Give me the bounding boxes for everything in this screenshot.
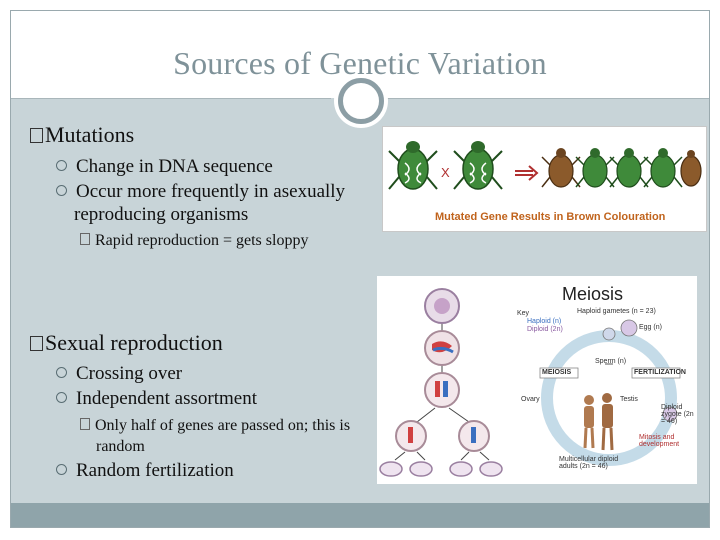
sub-bullet-box-icon xyxy=(80,233,90,245)
ovary-label: Ovary xyxy=(521,396,540,403)
sub-bullet-half-genes: Only half of genes are passed on; this i… xyxy=(80,415,380,457)
sub-bullet-box-icon xyxy=(80,418,90,430)
bullet-box-icon xyxy=(30,128,43,143)
bullet-text: Crossing over xyxy=(76,363,183,384)
brown-beetle-icon xyxy=(541,148,581,188)
ring-bullet-icon xyxy=(56,185,67,196)
haploid-gametes-label: Haploid gametes (n = 23) xyxy=(577,308,656,315)
key-label: Key xyxy=(517,310,530,317)
bullet-text: Occur more frequently in asexually repro… xyxy=(74,181,346,225)
testis-label: Testis xyxy=(620,396,638,403)
meiosis-box-label: MEIOSIS xyxy=(542,369,572,376)
beetle-mutation-image: X xyxy=(382,126,707,232)
fertilization-box-label: FERTILIZATION xyxy=(634,369,686,376)
bullet-independent-assortment: Independent assortment xyxy=(56,387,257,410)
zygote-label: Diploid zygote (2n = 46) xyxy=(661,404,694,425)
ring-bullet-icon xyxy=(56,367,67,378)
bullet-text: Change in DNA sequence xyxy=(76,156,273,177)
sperm-label: Sperm (n) xyxy=(595,358,627,365)
life-cycle-diagram xyxy=(539,319,681,466)
diploid-key: Diploid (2n) xyxy=(527,326,563,333)
slide-title: Sources of Genetic Variation xyxy=(173,45,547,81)
beetles-drawing: X xyxy=(388,141,702,190)
cross-symbol: X xyxy=(441,165,450,180)
green-beetle-icon xyxy=(643,148,683,188)
heading-sexual-text: Sexual reproduction xyxy=(45,330,223,355)
green-beetle-icon xyxy=(609,148,649,188)
adults-label: Multicellular diploid adults (2n = 46) xyxy=(559,456,619,470)
meiosis-image: Meiosis Key Haploid gametes (n = 23) Hap… xyxy=(377,276,697,484)
sub-bullet-text: Rapid reproduction = gets sloppy xyxy=(95,232,309,249)
ring-bullet-icon xyxy=(56,160,67,171)
egg-label: Egg (n) xyxy=(639,324,662,331)
sub-bullet-rapid: Rapid reproduction = gets sloppy xyxy=(80,230,370,251)
ring-bullet-icon xyxy=(56,464,67,475)
bullet-asexual: Occur more frequently in asexually repro… xyxy=(56,180,371,226)
heading-sexual-reproduction: Sexual reproduction xyxy=(30,330,223,356)
bullet-dna-change: Change in DNA sequence xyxy=(56,155,376,178)
title-rule-right xyxy=(387,98,709,99)
title-circle-ornament xyxy=(338,78,384,124)
beetle-caption: Mutated Gene Results in Brown Colouratio… xyxy=(435,211,666,223)
bullet-text: Random fertilization xyxy=(76,460,234,481)
cell-division-diagram xyxy=(379,288,503,477)
title-rule-left xyxy=(11,98,331,99)
bullet-random-fertilization: Random fertilization xyxy=(56,459,234,482)
green-beetle-icon xyxy=(388,141,438,190)
bullet-text: Independent assortment xyxy=(76,388,257,409)
green-beetle-icon xyxy=(575,148,615,188)
haploid-key: Haploid (n) xyxy=(527,318,562,325)
sub-bullet-text: Only half of genes are passed on; this i… xyxy=(95,417,351,455)
bullet-crossing-over: Crossing over xyxy=(56,362,182,385)
heading-mutations: Mutations xyxy=(30,122,134,148)
bullet-box-icon xyxy=(30,336,43,351)
meiosis-title: Meiosis xyxy=(562,284,624,304)
ring-bullet-icon xyxy=(56,392,67,403)
footer-bar xyxy=(11,503,709,527)
mitosis-label: Mitosis and development xyxy=(639,434,680,448)
arrow-right-icon xyxy=(515,165,539,181)
meiosis-drawing xyxy=(379,288,681,477)
human-figures-icon xyxy=(583,393,614,451)
brown-beetle-icon xyxy=(680,150,702,187)
heading-mutations-text: Mutations xyxy=(45,122,135,147)
green-beetle-icon xyxy=(453,141,503,190)
